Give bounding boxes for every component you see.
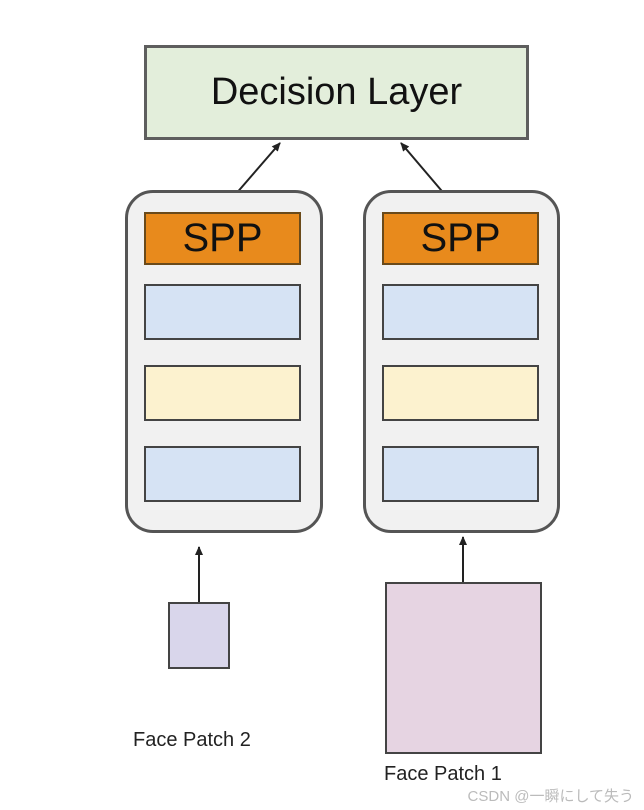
left-spp-label: SPP bbox=[182, 216, 263, 260]
left-spp-layer: SPP bbox=[144, 212, 301, 265]
left-layer-blue-upper bbox=[144, 284, 301, 340]
face-patch-1-image bbox=[385, 582, 542, 754]
face-patch-2-label: Face Patch 2 bbox=[133, 729, 251, 751]
decision-layer-label: Decision Layer bbox=[210, 71, 463, 113]
face-patch-2-image bbox=[168, 602, 230, 669]
left-layer-yellow bbox=[144, 365, 301, 421]
csdn-watermark: CSDN @一瞬にして失う bbox=[467, 788, 634, 805]
left-layer-blue-lower bbox=[144, 446, 301, 502]
right-spp-label: SPP bbox=[420, 216, 501, 260]
right-layer-blue-upper bbox=[382, 284, 539, 340]
right-layer-blue-lower bbox=[382, 446, 539, 502]
decision-layer-box: Decision Layer bbox=[144, 45, 529, 140]
right-layer-yellow bbox=[382, 365, 539, 421]
right-spp-layer: SPP bbox=[382, 212, 539, 265]
face-patch-1-label: Face Patch 1 bbox=[384, 763, 502, 785]
